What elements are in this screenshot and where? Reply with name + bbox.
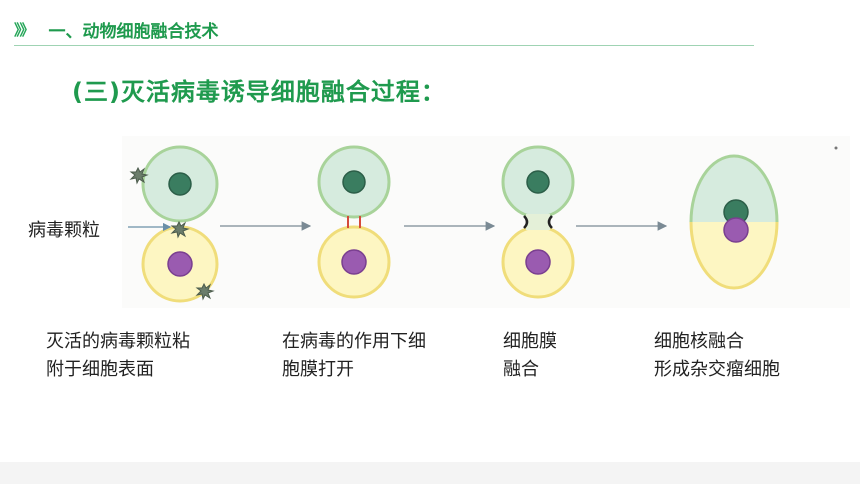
green-nucleus [342, 170, 366, 194]
purple-nucleus [167, 251, 193, 277]
caption-line: 细胞核融合 [654, 331, 744, 352]
caption-line: 融合 [503, 359, 539, 380]
caption-line: 灭活的病毒颗粒粘 [46, 331, 190, 352]
caption-stage-4: 细胞核融合 形成杂交瘤细胞 [654, 328, 854, 384]
virus-particle-icon [129, 166, 215, 301]
caption-line: 形成杂交瘤细胞 [654, 359, 780, 380]
section-title: 一、动物细胞融合技术 [48, 21, 219, 42]
caption-line: 胞膜打开 [282, 359, 354, 380]
caption-stage-2: 在病毒的作用下细 胞膜打开 [282, 328, 482, 384]
membrane-fold-left [523, 215, 529, 229]
chevron-icon: 》》 [14, 20, 34, 39]
cell-fusion-diagram [122, 136, 850, 308]
page-subtitle: (三)灭活病毒诱导细胞融合过程： [72, 78, 446, 106]
caption-stage-1: 灭活的病毒颗粒粘 附于细胞表面 [46, 328, 246, 384]
label-pointer-arrow [128, 222, 172, 232]
hybrid-cell-bottom [689, 222, 779, 290]
dot-mark [834, 146, 838, 150]
stage-3-cells [501, 145, 575, 299]
purple-nucleus [723, 217, 749, 243]
fusion-bridge [526, 214, 550, 230]
membrane-fold-right [547, 215, 553, 229]
diagram-svg [129, 145, 838, 303]
caption-line: 在病毒的作用下细 [282, 331, 426, 352]
green-nucleus [526, 170, 550, 194]
caption-stage-3: 细胞膜 融合 [503, 328, 603, 384]
purple-nucleus [525, 249, 551, 275]
virus-particle-label: 病毒颗粒 [28, 220, 100, 241]
stage-4-hybrid-cell [689, 154, 779, 290]
header-divider [14, 45, 754, 46]
hybrid-cell-top [689, 154, 779, 222]
stage-2-cells [317, 145, 391, 299]
green-nucleus [168, 172, 192, 196]
section-header: 》》 一、动物细胞融合技术 [14, 16, 219, 42]
footer-band [0, 462, 860, 484]
caption-line: 附于细胞表面 [46, 359, 154, 380]
caption-line: 细胞膜 [503, 331, 557, 352]
purple-nucleus [341, 249, 367, 275]
stage-1-cells [129, 145, 219, 303]
